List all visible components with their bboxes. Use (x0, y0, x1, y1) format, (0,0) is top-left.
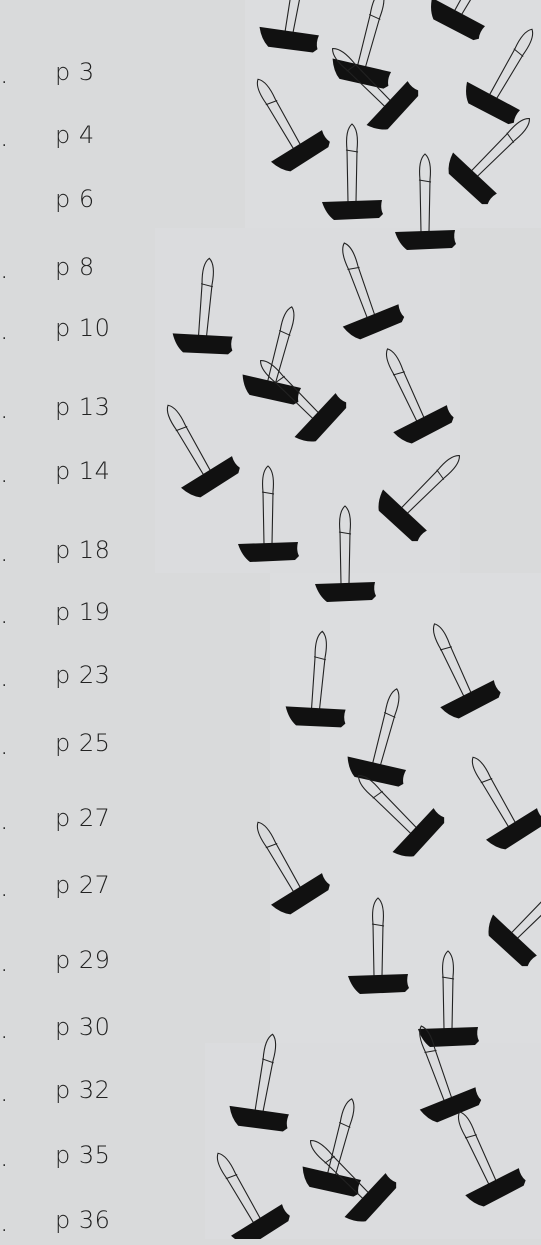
stamp-icon (466, 28, 534, 125)
stamp-icon (302, 1098, 362, 1197)
stamp-icon (216, 1152, 290, 1239)
page-number[interactable]: p 32 (55, 1076, 111, 1104)
page-number[interactable]: p 18 (55, 536, 111, 564)
stamp-icon (358, 775, 445, 857)
stamp-icon (432, 623, 501, 719)
leader-dot: . (2, 959, 7, 975)
page-number[interactable]: p 27 (55, 871, 111, 899)
leader-dot: . (2, 817, 7, 833)
stamp-icon (310, 1140, 397, 1222)
leader-dot: . (2, 674, 7, 690)
stamp-icon (166, 404, 240, 498)
page-number[interactable]: p 36 (55, 1206, 111, 1234)
leader-dot: . (2, 611, 7, 627)
stamp-icon (378, 455, 460, 542)
page-number[interactable]: p 8 (55, 253, 95, 281)
stamp-icon (457, 1111, 526, 1207)
page-number[interactable]: p 35 (55, 1141, 111, 1169)
page-number[interactable]: p 13 (55, 393, 111, 421)
leader-dot: . (2, 266, 7, 282)
page-number[interactable]: p 10 (55, 314, 111, 342)
stamp-icon (348, 897, 409, 994)
page-number[interactable]: p 19 (55, 598, 111, 626)
leader-dot: . (2, 470, 7, 486)
leader-dot: . (2, 134, 7, 150)
stamp-icon (238, 465, 299, 562)
page-number[interactable]: p 4 (55, 121, 95, 149)
leader-dot: . (2, 884, 7, 900)
panel-3 (270, 573, 541, 1043)
leader-dot: . (2, 71, 7, 87)
stamp-icon (488, 880, 541, 967)
page-number[interactable]: p 23 (55, 661, 111, 689)
leader-dot: . (2, 549, 7, 565)
page-number[interactable]: p 29 (55, 946, 111, 974)
stamp-icon (229, 1033, 289, 1132)
stamp-icon (260, 360, 347, 442)
stamp-icon (332, 48, 419, 130)
page-number[interactable]: p 6 (55, 185, 95, 213)
page-number[interactable]: p 25 (55, 729, 111, 757)
stamp-icon (471, 756, 541, 850)
page-number[interactable]: p 27 (55, 804, 111, 832)
stamp-icon (385, 348, 454, 444)
stamp-icon (347, 688, 407, 787)
leader-dot: . (2, 1219, 7, 1235)
stamp-icon (419, 1025, 482, 1123)
stamp-icon (256, 821, 330, 915)
leader-dot: . (2, 1089, 7, 1105)
stamp-icon (448, 118, 530, 205)
page-number[interactable]: p 30 (55, 1013, 111, 1041)
stamp-icon (256, 78, 330, 172)
leader-dot: . (2, 742, 7, 758)
page-number[interactable]: p 3 (55, 58, 95, 86)
leader-dot: . (2, 327, 7, 343)
leader-dot: . (2, 406, 7, 422)
stamp-icon (395, 153, 456, 250)
stamp-icon (259, 0, 319, 53)
leader-dot: . (2, 1154, 7, 1170)
stamp-icon (315, 505, 376, 602)
stamp-icon (322, 123, 383, 220)
page-number[interactable]: p 14 (55, 457, 111, 485)
stamp-icon (242, 306, 302, 405)
leader-dot: . (2, 1026, 7, 1042)
stamp-icon (332, 0, 392, 89)
stamp-icon (431, 0, 499, 41)
stamp-icon (172, 257, 233, 355)
stamp-icon (285, 630, 346, 728)
stamp-icon (342, 242, 405, 340)
